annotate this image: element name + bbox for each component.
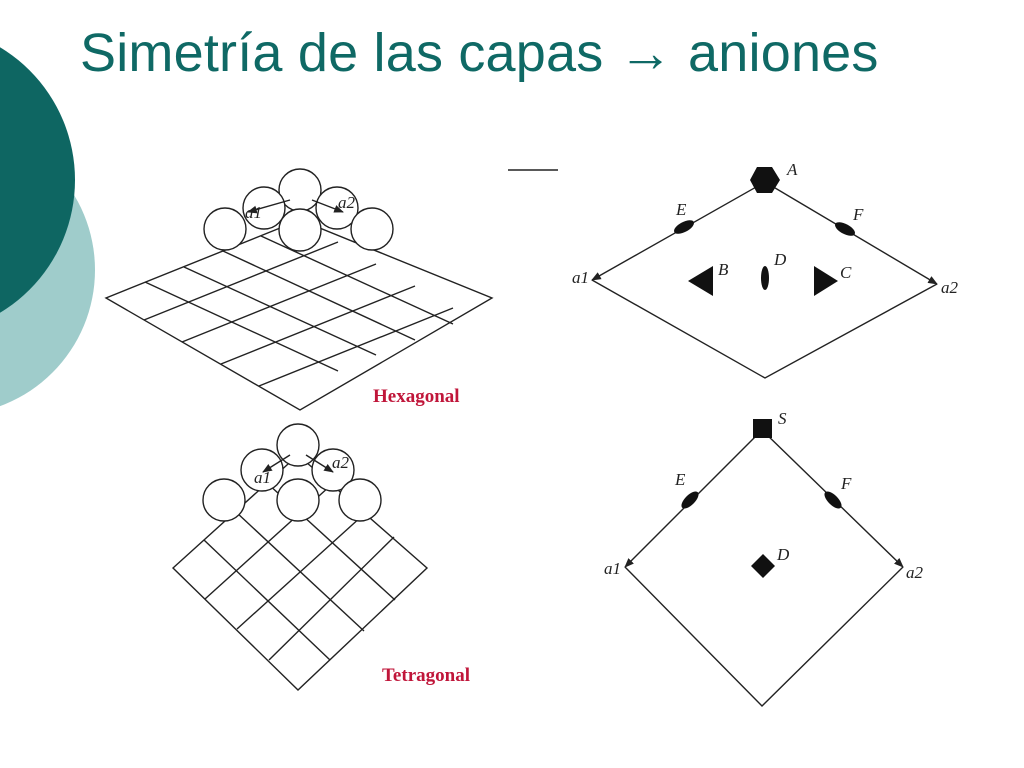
site-label-S: S — [778, 409, 787, 428]
twofold-axis-symbol — [835, 222, 855, 236]
site-label-C: C — [840, 263, 852, 282]
hexagonal-label: Hexagonal — [373, 386, 460, 407]
site-label-F: F — [840, 474, 852, 493]
site-label-F: F — [852, 205, 864, 224]
vector-label-a1: a1 — [604, 559, 621, 578]
hexagonal-lattice — [104, 168, 494, 411]
sphere — [350, 207, 394, 251]
sphere — [276, 423, 320, 467]
sphere — [202, 478, 246, 522]
site-label-A: A — [786, 160, 798, 179]
threefold-axis-symbol — [814, 266, 838, 296]
sixfold-axis-symbol — [750, 167, 780, 193]
vector-label-a2: a2 — [338, 193, 356, 212]
site-label-D: D — [776, 545, 790, 564]
site-label-E: E — [674, 470, 686, 489]
tetragonal-label: Tetragonal — [382, 665, 470, 686]
twofold-axis-symbol — [674, 220, 694, 234]
fourfold-axis-symbol — [751, 554, 775, 578]
vector-label-a2: a2 — [906, 563, 924, 582]
vector-label-a2: a2 — [332, 453, 350, 472]
fourfold-axis-symbol — [753, 419, 772, 438]
slide-title: Simetría de las capas → aniones — [80, 23, 879, 83]
vector-label-a2: a2 — [941, 278, 959, 297]
twofold-axis-symbol — [681, 491, 699, 509]
tetragonal-lattice — [171, 423, 429, 691]
sphere — [338, 478, 382, 522]
vector-label-a1: a1 — [245, 203, 262, 222]
vector-label-a1: a1 — [572, 268, 589, 287]
sphere — [276, 478, 320, 522]
vector-label-a1: a1 — [254, 468, 271, 487]
twofold-axis-symbol — [761, 266, 769, 290]
threefold-axis-symbol — [688, 266, 713, 296]
sphere — [278, 208, 322, 252]
sphere — [240, 448, 284, 492]
twofold-axis-symbol — [824, 491, 842, 509]
sphere — [203, 207, 247, 251]
site-label-B: B — [718, 260, 729, 279]
site-label-E: E — [675, 200, 687, 219]
site-label-D: D — [773, 250, 787, 269]
